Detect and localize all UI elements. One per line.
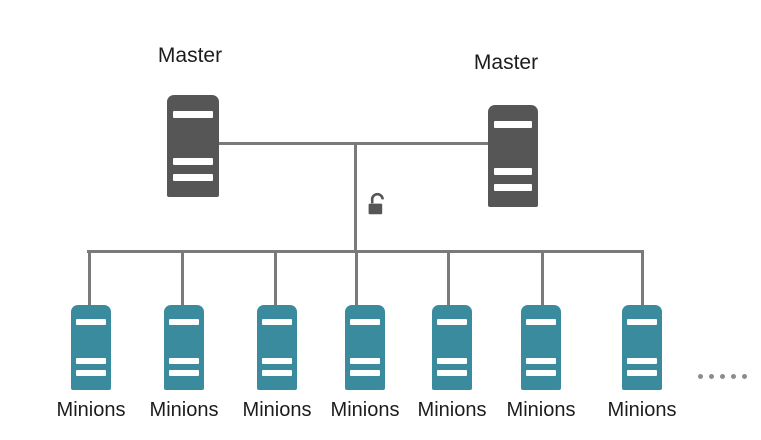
minion-server-bar xyxy=(525,358,557,364)
minion-server-bar xyxy=(168,370,200,376)
minion-server-bar xyxy=(261,358,293,364)
minion-label: Minions xyxy=(149,399,219,421)
minion-server-bar xyxy=(168,358,200,364)
minion-server-icon xyxy=(257,305,297,390)
minion-drop-line xyxy=(88,252,91,305)
unlocked-padlock-icon xyxy=(367,192,389,223)
minion-bus-line xyxy=(87,250,644,253)
master-label: Master xyxy=(473,51,539,74)
minion-server-bar xyxy=(75,370,107,376)
minion-drop-line xyxy=(641,252,644,305)
minion-server-bar xyxy=(168,319,200,325)
ellipsis-dot xyxy=(720,374,725,379)
minion-server-bar xyxy=(626,358,658,364)
minion-drop-line xyxy=(181,252,184,305)
minion-label: Minions xyxy=(242,399,312,421)
minion-server-bar xyxy=(626,370,658,376)
minion-server-bar xyxy=(349,358,381,364)
ellipsis-dot xyxy=(698,374,703,379)
minion-server-bar xyxy=(261,370,293,376)
master-server-icon xyxy=(488,105,538,207)
minion-server-bar xyxy=(349,319,381,325)
minion-drop-line xyxy=(274,252,277,305)
minion-drop-line xyxy=(355,252,358,305)
master-bus-drop-line xyxy=(354,142,357,252)
minion-server-bar xyxy=(75,358,107,364)
minion-drop-line xyxy=(541,252,544,305)
minion-server-icon xyxy=(432,305,472,390)
minion-server-bar xyxy=(75,319,107,325)
ellipsis-dot xyxy=(709,374,714,379)
minion-label: Minions xyxy=(417,399,487,421)
minion-server-bar xyxy=(349,370,381,376)
minion-server-icon xyxy=(164,305,204,390)
master-server-bar xyxy=(494,121,532,128)
minion-server-icon xyxy=(345,305,385,390)
master-label: Master xyxy=(157,44,223,67)
minion-server-bar xyxy=(525,319,557,325)
minion-server-icon xyxy=(521,305,561,390)
minion-server-bar xyxy=(525,370,557,376)
minion-label: Minions xyxy=(607,399,677,421)
minion-label: Minions xyxy=(506,399,576,421)
minion-server-icon xyxy=(622,305,662,390)
master-server-bar xyxy=(494,168,532,175)
ellipsis-dot xyxy=(731,374,736,379)
more-minions-ellipsis xyxy=(698,374,747,379)
master-server-bar xyxy=(173,158,213,165)
minion-drop-line xyxy=(447,252,450,305)
minion-server-bar xyxy=(436,358,468,364)
master-server-bar xyxy=(173,174,213,181)
master-server-icon xyxy=(167,95,219,197)
ellipsis-dot xyxy=(742,374,747,379)
minion-label: Minions xyxy=(56,399,126,421)
master-server-bar xyxy=(494,184,532,191)
minion-server-bar xyxy=(626,319,658,325)
minion-label: Minions xyxy=(330,399,400,421)
minion-server-icon xyxy=(71,305,111,390)
minion-server-bar xyxy=(436,319,468,325)
minion-server-bar xyxy=(261,319,293,325)
master-server-bar xyxy=(173,111,213,118)
minion-server-bar xyxy=(436,370,468,376)
